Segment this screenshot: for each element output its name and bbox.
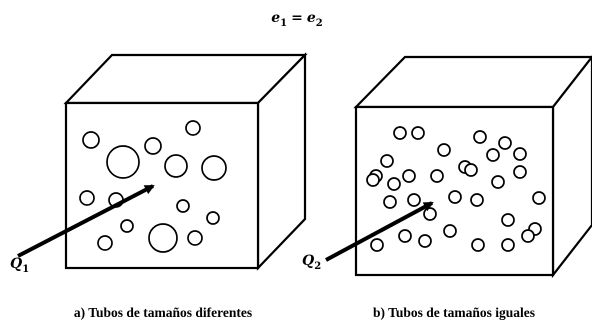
cube-a-pore <box>187 230 203 246</box>
cube-a-pore <box>106 145 140 179</box>
cube-a-pore <box>148 223 178 253</box>
cube-a-pore <box>120 219 134 233</box>
cube-a-pore <box>164 154 188 178</box>
caption-a: a) Tubos de tamaños diferentes <box>74 305 252 320</box>
cube-b-pore <box>380 154 394 168</box>
cube-b-pore <box>473 130 487 144</box>
cube-b-pore <box>430 169 444 183</box>
cube-b-pore <box>393 126 407 140</box>
cube-b-pore <box>513 165 527 179</box>
cube-a-pore <box>79 190 95 206</box>
cube-b-pore <box>370 238 384 252</box>
cube-a-pore <box>176 199 190 213</box>
cube-a-pore <box>144 137 162 155</box>
cube-b-pore <box>498 136 512 150</box>
cube-b-pore <box>366 173 380 187</box>
cube-a-pore <box>82 131 100 149</box>
cube-b-pore <box>448 190 462 204</box>
cube-b-top-face <box>353 55 592 109</box>
flow-label-q2: Q2 <box>302 253 321 272</box>
cube-a: Q1 a) Tubos de tamaños diferentes <box>10 52 308 320</box>
cube-b-pore <box>387 177 401 191</box>
cube-b-pore <box>402 169 416 183</box>
cube-a-pore <box>206 211 220 225</box>
flow-arrow-a <box>17 184 155 258</box>
pores-a <box>79 120 227 253</box>
cube-b-pore <box>464 163 478 177</box>
cube-b-pore <box>407 193 421 207</box>
cube-a-pore <box>185 120 201 136</box>
cube-b-pore <box>521 229 535 243</box>
cube-b-pore <box>470 193 484 207</box>
flow-arrow-b <box>325 201 434 262</box>
cube-b: Q2 b) Tubos de tamaños iguales <box>302 55 592 320</box>
cube-b-pore <box>411 126 425 140</box>
cube-b-pore <box>501 213 515 227</box>
flow-label-q1: Q1 <box>10 256 29 275</box>
cube-b-pore <box>398 229 412 243</box>
cube-b-pore <box>437 143 451 157</box>
cube-b-pore <box>513 147 527 161</box>
cube-a-pore <box>97 235 113 251</box>
cube-a-pore <box>201 155 227 181</box>
cube-b-pore <box>423 207 437 221</box>
equation-e1-equals-e2: e1=e2 <box>271 10 323 29</box>
cube-b-pore <box>532 191 546 205</box>
cube-b-pore <box>443 224 457 238</box>
cube-b-pore <box>418 234 432 248</box>
caption-b: b) Tubos de tamaños iguales <box>373 305 535 320</box>
cube-b-pore <box>471 238 485 252</box>
cube-b-pore <box>491 175 505 189</box>
cube-b-pore <box>486 148 500 162</box>
cube-b-pore <box>501 238 515 252</box>
cube-b-pore <box>383 195 397 209</box>
